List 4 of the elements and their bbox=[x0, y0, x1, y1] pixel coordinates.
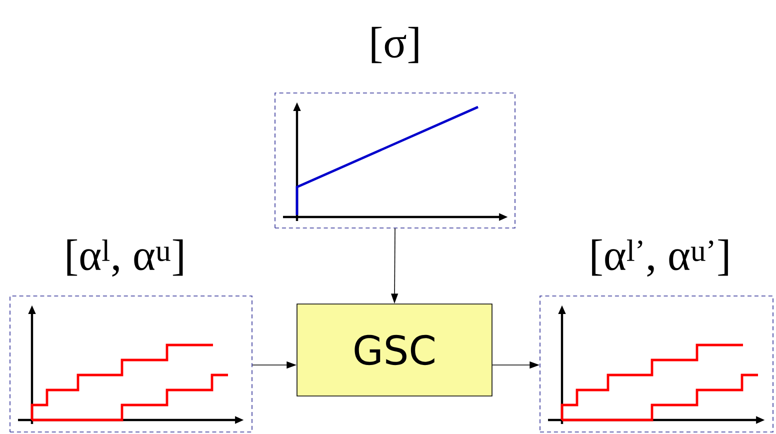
heading: [σ] bbox=[372, 26, 418, 64]
heading: [α$^{l’}$, α$^{u’}$] bbox=[592, 239, 728, 277]
heading: [α$^{l}$, α$^{u}$] bbox=[67, 239, 183, 277]
process-box: GSC bbox=[296, 304, 492, 396]
